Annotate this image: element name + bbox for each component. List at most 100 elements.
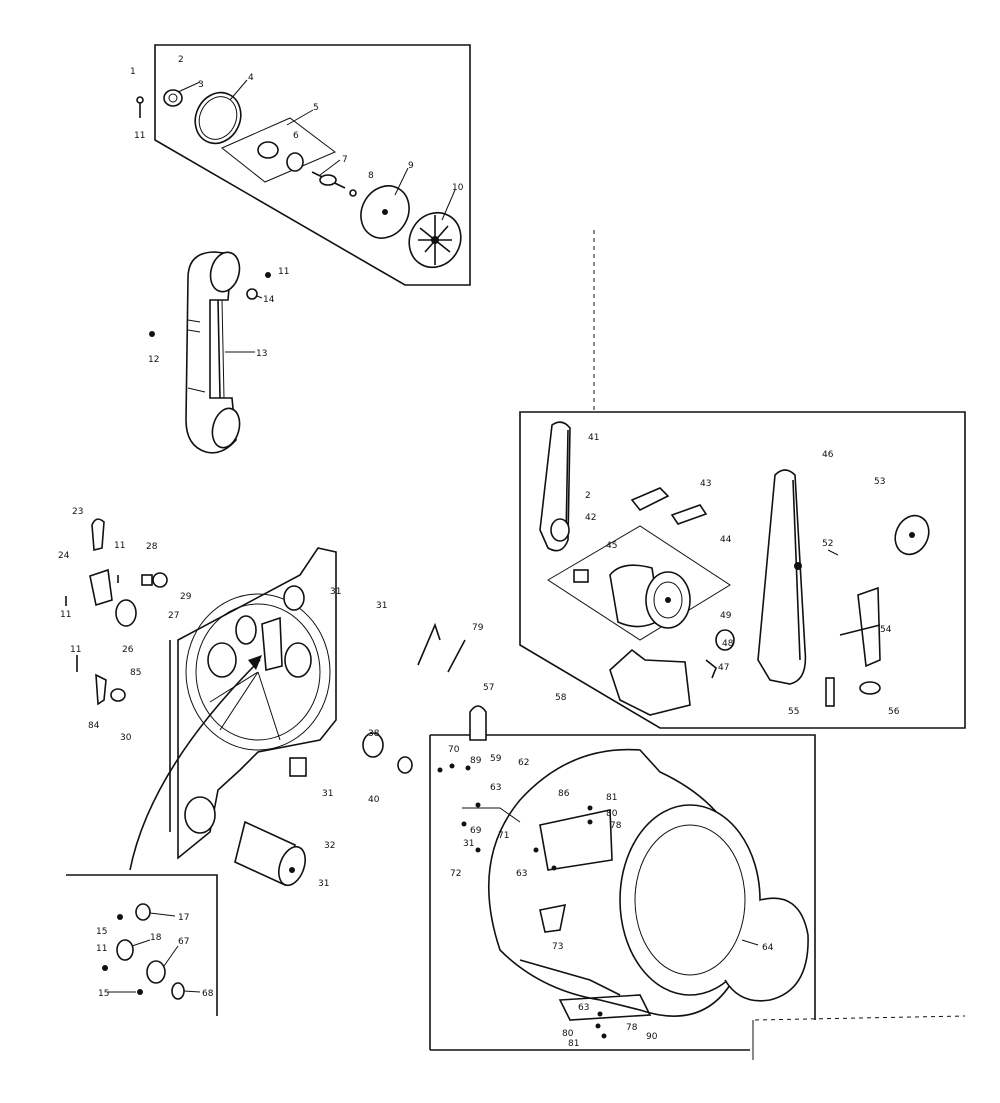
callout-28: 28 xyxy=(146,542,158,552)
callout-15-a: 15 xyxy=(96,927,107,937)
callout-55: 55 xyxy=(788,707,799,717)
callout-2: 2 xyxy=(178,55,184,65)
part-41-drive-belt xyxy=(539,421,571,552)
callout-44: 44 xyxy=(720,535,732,545)
callout-5: 5 xyxy=(313,103,319,113)
part-7-shaft xyxy=(311,171,346,189)
callout-10: 10 xyxy=(452,183,464,193)
callout-38: 38 xyxy=(368,729,380,739)
callout-24: 24 xyxy=(58,551,70,561)
callout-32: 32 xyxy=(324,841,335,851)
part-6-bearing-housing xyxy=(257,141,304,172)
motor-assembly-group: 41 2 42 43 44 45 46 47 48 49 52 53 54 55… xyxy=(519,411,966,729)
callout-52: 52 xyxy=(822,539,833,549)
callout-80-a: 80 xyxy=(606,809,618,819)
blower-assembly-group: 1 2 3 4 5 6 7 8 9 10 11 xyxy=(130,44,471,286)
callout-7: 7 xyxy=(342,155,348,165)
callout-11-bulkhead-c: 11 xyxy=(70,645,81,655)
callout-40: 40 xyxy=(368,795,380,805)
callout-41: 41 xyxy=(588,433,599,443)
callout-83: 63 xyxy=(578,1003,589,1013)
callout-78-b: 78 xyxy=(626,1023,638,1033)
callout-2-motor: 2 xyxy=(585,491,591,501)
callout-80-b: 80 xyxy=(562,1029,574,1039)
part-32-capacitor xyxy=(234,820,306,887)
part-49-switch xyxy=(573,569,589,583)
callout-31-a: 31 xyxy=(376,601,387,611)
part-11-screw xyxy=(136,96,144,118)
callout-31-b: 31 xyxy=(322,789,333,799)
callout-63-a: 63 xyxy=(490,783,501,793)
callout-64: 64 xyxy=(762,943,774,953)
callout-30: 30 xyxy=(120,733,132,743)
callout-63-b: 63 xyxy=(516,869,527,879)
callout-90: 90 xyxy=(646,1032,658,1042)
callout-4: 4 xyxy=(248,73,254,83)
callout-14: 14 xyxy=(263,295,275,305)
callout-31-d: 31 xyxy=(463,839,474,849)
callout-69: 69 xyxy=(470,826,482,836)
part-45-motor xyxy=(609,564,691,629)
callout-43: 43 xyxy=(700,479,711,489)
part-9-blower-plate xyxy=(360,185,410,239)
callout-8: 8 xyxy=(368,171,374,181)
callout-11-duct: 11 xyxy=(278,267,289,277)
drum-assembly-group: 57 70 89 59 62 63 86 81 80 78 69 71 31 7… xyxy=(330,587,816,1051)
callout-81-b: 81 xyxy=(568,1039,579,1049)
callout-42: 42 xyxy=(585,513,596,523)
callout-85: 85 xyxy=(130,668,141,678)
callout-84: 84 xyxy=(88,721,100,731)
callout-11-bulkhead-b: 11 xyxy=(60,610,71,620)
callout-26: 26 xyxy=(122,645,134,655)
part-73-drum xyxy=(487,748,809,1021)
callout-79: 79 xyxy=(472,623,484,633)
callout-58: 58 xyxy=(555,693,567,703)
callout-49: 49 xyxy=(720,611,732,621)
callout-68: 68 xyxy=(202,989,214,999)
callout-9: 9 xyxy=(408,161,414,171)
callout-48: 48 xyxy=(722,639,734,649)
callout-57: 57 xyxy=(483,683,494,693)
callout-73: 73 xyxy=(552,942,563,952)
callout-54: 54 xyxy=(880,625,892,635)
callout-11-inset: 11 xyxy=(96,944,107,954)
part-23-thermostat xyxy=(91,518,105,552)
rear-bulkhead-group: 23 24 11 28 29 27 26 11 11 85 84 30 31 3… xyxy=(58,507,484,889)
callout-18: 18 xyxy=(150,933,162,943)
callout-62: 62 xyxy=(518,758,529,768)
callout-53: 53 xyxy=(874,477,885,487)
callout-70: 70 xyxy=(448,745,460,755)
callout-3: 3 xyxy=(198,80,204,90)
callout-31-e: 31 xyxy=(330,587,341,597)
callout-47: 47 xyxy=(718,663,729,673)
callout-72: 72 xyxy=(450,869,461,879)
callout-12: 12 xyxy=(148,355,159,365)
callout-78-a: 78 xyxy=(610,821,622,831)
callout-89: 89 xyxy=(470,756,482,766)
part-3-bearing xyxy=(163,89,183,107)
callout-81-a: 81 xyxy=(606,793,617,803)
callout-1: 1 xyxy=(130,67,136,77)
callout-67: 67 xyxy=(178,937,189,947)
callout-56: 56 xyxy=(888,707,900,717)
callout-13: 13 xyxy=(256,349,267,359)
callout-45: 45 xyxy=(606,541,617,551)
callout-31-c: 31 xyxy=(318,879,329,889)
inset-detail-group: 15 17 18 11 67 15 68 xyxy=(66,874,218,1016)
callout-17: 17 xyxy=(178,913,189,923)
callout-6: 6 xyxy=(293,131,299,141)
callout-11-top: 11 xyxy=(134,131,145,141)
callout-59: 59 xyxy=(490,754,502,764)
part-4-seal-ring xyxy=(194,91,242,145)
callout-71: 71 xyxy=(498,831,509,841)
callout-46: 46 xyxy=(822,450,834,460)
exhaust-duct-group: 11 14 12 13 xyxy=(148,251,289,454)
callout-86: 86 xyxy=(558,789,570,799)
callout-15-b: 15 xyxy=(98,989,109,999)
callout-27: 27 xyxy=(168,611,179,621)
callout-23: 23 xyxy=(72,507,83,517)
callout-11-bulkhead-a: 11 xyxy=(114,541,125,551)
part-52-drum-belt xyxy=(757,469,807,685)
callout-29: 29 xyxy=(180,592,192,602)
